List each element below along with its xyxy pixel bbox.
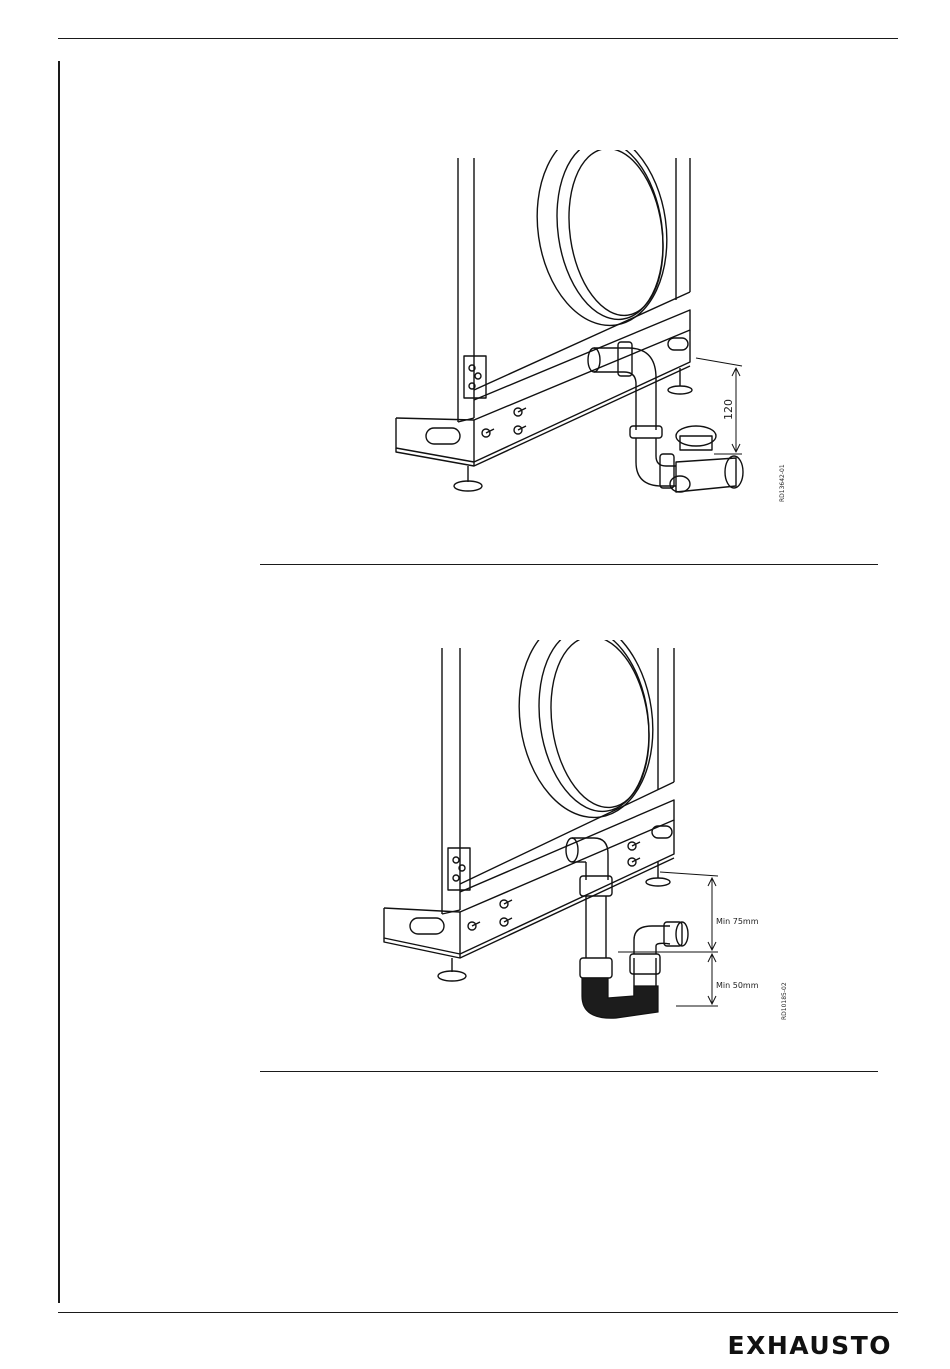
exhausto-logo: EXHAUSTO (728, 1333, 892, 1358)
dimension-min-50-label: Min 50mm (716, 981, 759, 990)
figure-drain-trap: 120 RD13642-01 (380, 150, 820, 510)
figure2-separator (260, 1071, 878, 1072)
bottom-rule (58, 1312, 898, 1313)
figure-drain-ubend: Min 75mm Min 50mm RD10185-02 (380, 640, 820, 1030)
top-rule (58, 38, 898, 39)
figure1-separator (260, 564, 878, 565)
u-bend-trap (582, 978, 658, 1018)
dimension-120-label: 120 (722, 399, 735, 420)
left-margin-rule (58, 61, 60, 1303)
figure1-ref-code: RD13642-01 (779, 464, 786, 502)
dimension-min-75-label: Min 75mm (716, 917, 759, 926)
figure2-ref-code: RD10185-02 (781, 982, 788, 1020)
